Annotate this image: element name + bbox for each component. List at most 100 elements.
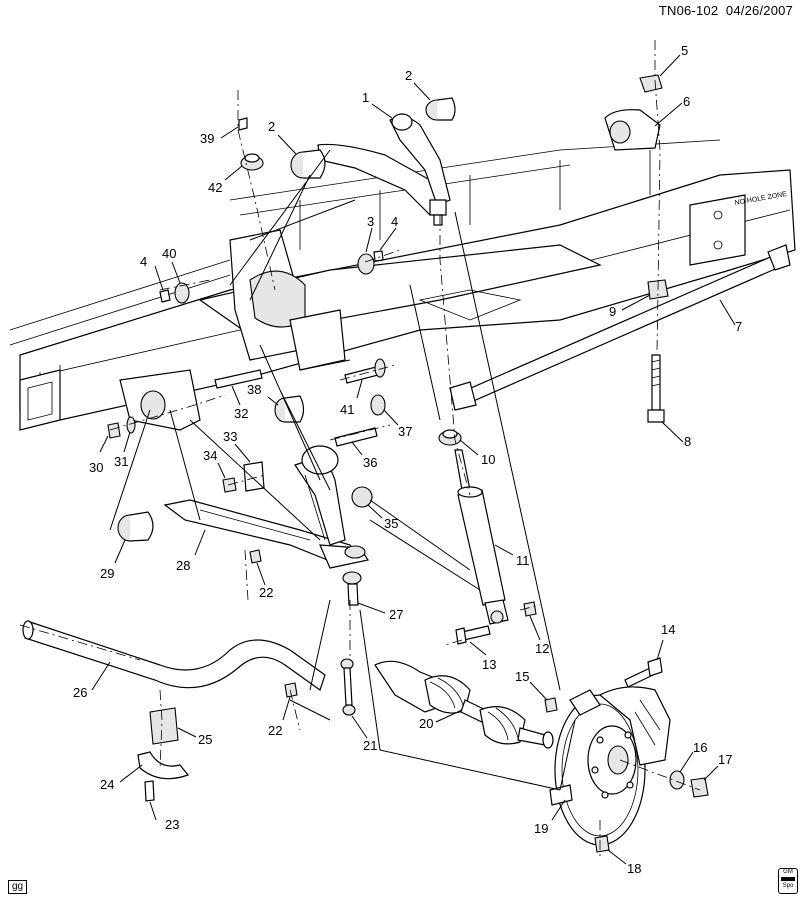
callout-9: 9 (609, 304, 616, 319)
shock-bolt-13 (455, 625, 491, 645)
lower-arm-bushing-29 (117, 511, 154, 542)
diagram-header: TN06-102 04/26/2007 (659, 3, 793, 18)
callout-33: 33 (223, 429, 237, 444)
callout-5: 5 (681, 43, 688, 58)
bump-stop-5 (639, 74, 663, 93)
callout-19: 19 (534, 821, 548, 836)
callout-21: 21 (363, 738, 377, 753)
retainer-33 (243, 461, 265, 492)
nut-15 (544, 697, 558, 713)
ball-joint-27 (342, 571, 362, 606)
nut-4-right (373, 250, 384, 262)
upper-arm-bushing-rear (425, 97, 456, 121)
knuckle-and-rotor-19 (549, 689, 646, 846)
diagram-id: TN06-102 (658, 3, 719, 18)
callout-1: 1 (362, 90, 369, 105)
lower-bushing-38 (274, 395, 305, 423)
callout-22-upper: 22 (259, 585, 273, 600)
drive-axle-shaft (374, 660, 554, 749)
shock-nut-12 (523, 601, 537, 617)
nut-22-upper (249, 549, 262, 564)
gm-parts-badge: GM Spo (778, 868, 798, 894)
diagram-date: 04/26/2007 (725, 3, 793, 18)
callout-11: 11 (516, 553, 530, 568)
callout-2-rear: 2 (405, 68, 412, 83)
nut-22-lower (284, 682, 298, 698)
pivot-bolt-32 (214, 369, 263, 389)
callout-29: 29 (100, 566, 114, 581)
shock-bushing-10 (438, 429, 462, 446)
callout-16: 16 (693, 740, 707, 755)
cam-washer-37 (370, 394, 386, 416)
callout-15: 15 (515, 669, 529, 684)
link-21 (340, 658, 356, 716)
callout-26: 26 (73, 685, 87, 700)
pivot-bolt-36 (334, 427, 378, 447)
bolt-23 (144, 780, 155, 802)
callout-17: 17 (718, 752, 732, 767)
badge-bottom-text: Spo (782, 883, 794, 889)
footer-tag: gg (8, 880, 28, 894)
caliper-bolt-14 (624, 657, 663, 688)
bolt-39 (238, 117, 248, 131)
washer-31 (126, 416, 136, 434)
callout-20: 20 (419, 716, 433, 731)
callout-4-right: 4 (391, 214, 398, 229)
stabilizer-bar (22, 620, 326, 691)
callout-12: 12 (535, 641, 549, 656)
nut-30 (107, 422, 121, 439)
callout-32: 32 (234, 406, 248, 421)
callout-36: 36 (363, 455, 377, 470)
callout-3: 3 (367, 214, 374, 229)
callout-34: 34 (203, 448, 217, 463)
cam-washer-40 (174, 282, 190, 304)
callout-18: 18 (627, 861, 641, 876)
cam-washer-3 (357, 253, 375, 275)
lower-arm-bushing-35 (351, 486, 373, 508)
callout-23: 23 (165, 817, 179, 832)
callout-10: 10 (481, 452, 495, 467)
callout-22-lower: 22 (268, 723, 282, 738)
callout-30: 30 (89, 460, 103, 475)
frame-rail-assembly: NO HOLE ZONE (9, 139, 796, 431)
explode-lines (19, 40, 701, 860)
callout-38: 38 (247, 382, 261, 397)
badge-bar (781, 877, 795, 881)
nut-4-left (159, 289, 171, 303)
pivot-bolt-41 (344, 358, 386, 384)
brake-caliper (598, 686, 671, 766)
callout-4-left: 4 (140, 254, 147, 269)
callout-41: 41 (340, 402, 354, 417)
callout-25: 25 (198, 732, 212, 747)
callout-42: 42 (208, 180, 222, 195)
washer-16 (669, 770, 685, 790)
hub-nut-17 (690, 777, 709, 798)
callout-14: 14 (661, 622, 675, 637)
callout-8: 8 (684, 434, 691, 449)
callout-27: 27 (389, 607, 403, 622)
lower-control-arm (163, 445, 369, 569)
callout-39: 39 (200, 131, 214, 146)
callout-28: 28 (176, 558, 190, 573)
callout-2-front: 2 (268, 119, 275, 134)
callout-40: 40 (162, 246, 176, 261)
bump-stop-bracket-6 (604, 109, 661, 151)
adjuster-bolt-8 (647, 354, 665, 423)
callout-6: 6 (683, 94, 690, 109)
callout-labels: 1 2 2 3 4 4 5 6 7 8 9 10 11 12 13 14 15 … (73, 43, 742, 876)
callout-24: 24 (100, 777, 114, 792)
badge-top-text: GM (783, 869, 793, 875)
callout-7: 7 (735, 319, 742, 334)
upper-arm-bushing-front (290, 149, 326, 179)
nut-18 (594, 835, 610, 853)
stabilizer-clamp-24 (137, 751, 189, 780)
upper-control-arm (317, 113, 451, 226)
callout-13: 13 (482, 657, 496, 672)
callout-37: 37 (398, 424, 412, 439)
shock-absorber (454, 449, 509, 625)
callout-31: 31 (114, 454, 128, 469)
torsion-bar (449, 244, 791, 411)
callout-35: 35 (384, 516, 398, 531)
stabilizer-insulator-25 (149, 707, 179, 745)
